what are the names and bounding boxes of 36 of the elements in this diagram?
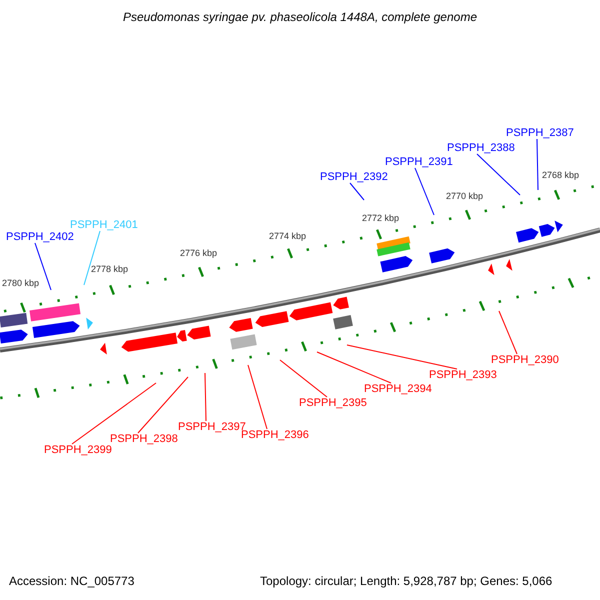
scale-label: 2776 kbp [180,249,218,258]
gene-label: PSPPH_2388 [447,142,515,154]
gene-label: PSPPH_2401 [70,219,138,231]
gene-label: PSPPH_2387 [506,127,574,139]
scale-label: 2770 kbp [446,192,484,201]
gene-label: PSPPH_2398 [110,433,178,445]
leader-line [248,364,268,430]
leader-line [138,376,188,434]
leader-line [414,168,434,216]
leader-line [498,310,518,354]
scale-label: 2768 kbp [542,171,580,180]
leader-line [536,138,538,190]
leader-line [204,372,206,422]
gene-label: PSPPH_2391 [385,156,453,168]
gene-label: PSPPH_2399 [44,444,112,456]
gene-label: PSPPH_2395 [299,397,367,409]
leader-line [280,360,328,398]
leader-line [316,352,392,384]
leader-line [476,154,520,196]
gene-label: PSPPH_2402 [6,231,74,243]
scale-label: 2780 kbp [2,279,40,288]
genome-summary-text: Topology: circular; Length: 5,928,787 bp; Genes: 5,066 [260,575,552,587]
scale-label: 2774 kbp [269,232,306,241]
title: Pseudomonas syringae pv. phaseolicola 1448A, complete genome [122,11,478,23]
gene-label: PSPPH_2393 [429,369,497,381]
leader-line [34,242,52,290]
gene-label: PSPPH_2394 [364,383,432,395]
gene-label: PSPPH_2392 [320,171,388,183]
leader-line [350,182,364,200]
scale-label: 2778 kbp [91,265,128,274]
gene-label: PSPPH_2390 [491,354,559,366]
leader-line [346,344,458,370]
accession-text: Accession: NC_005773 [9,575,134,587]
scale-label: 2772 kbp [362,214,400,223]
leader-line [84,230,100,286]
leader-line [72,382,156,444]
